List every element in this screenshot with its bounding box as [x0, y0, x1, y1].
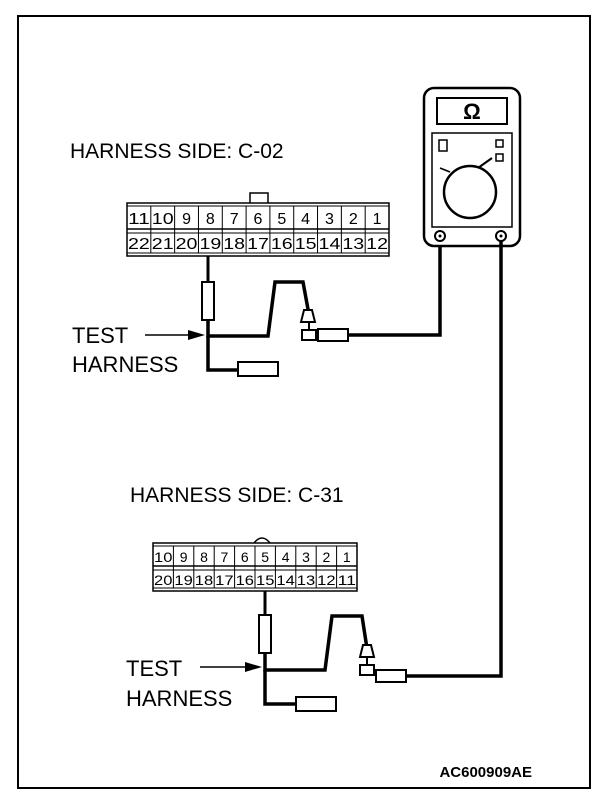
test-harness-a	[201, 237, 442, 377]
connector-b-pin-top: 1	[343, 549, 351, 565]
connector-a-pin-bottom: 21	[152, 236, 174, 253]
probe-b-female-plug	[295, 696, 337, 712]
connector-a-pin-bottom: 14	[319, 236, 341, 253]
connector-b-pin-top: 10	[154, 549, 173, 565]
probe-b-pin	[258, 614, 272, 654]
connector-a-pin-top: 11	[128, 211, 150, 228]
connector-a-pin-bottom: 16	[271, 236, 293, 253]
connector-b-pin-bottom: 12	[317, 572, 336, 588]
connector-b-pin-top: 8	[200, 549, 208, 565]
connector-b-pin-bottom: 14	[276, 572, 295, 588]
test-harness-b-label-2: HARNESS	[126, 686, 232, 711]
connector-a-pin-top: 10	[152, 211, 174, 228]
ohmmeter-display	[436, 97, 508, 125]
connector-b-pin-bottom: 17	[215, 572, 234, 588]
function-mark-right-2	[495, 153, 504, 162]
alligator-clip-b	[359, 664, 375, 676]
connector-a-pin-top: 8	[206, 211, 215, 228]
arrow-b	[200, 662, 262, 672]
connector-b-pin-bottom: 20	[154, 572, 173, 588]
connector-b-pin-bottom: 15	[256, 572, 275, 588]
selector-knob	[442, 164, 498, 220]
connector-a-pin-bottom: 20	[176, 236, 198, 253]
meter-lead-b-plug	[375, 669, 407, 683]
connector-a-pin-top: 7	[230, 211, 239, 228]
connector-a-pin-bottom: 22	[128, 236, 150, 253]
connector-b-pin-bottom: 11	[338, 572, 357, 588]
connector-a-pin-bottom: 15	[295, 236, 317, 253]
connector-a-pin-top: 1	[373, 211, 382, 228]
connector-a-pin-top: 4	[301, 211, 310, 228]
meter-lead-b-wire	[405, 241, 503, 678]
connector-b-pin-bottom: 19	[174, 572, 193, 588]
connector-a-pin-top: 9	[182, 211, 191, 228]
function-mark-right-1	[495, 139, 504, 148]
connector-b-pin-top: 4	[282, 549, 290, 565]
connector-a-pin-bottom: 18	[223, 236, 245, 253]
ohm-symbol: Ω	[463, 99, 481, 124]
connector-b-bump	[253, 537, 271, 544]
arrow-a	[145, 330, 205, 340]
connector-a-pin-bottom: 13	[342, 236, 364, 253]
meter-lead-a-plug	[317, 328, 349, 342]
ohmmeter: Ω	[422, 86, 522, 248]
connector-b-title: HARNESS SIDE: C-31	[130, 484, 344, 507]
connector-b-pin-top: 9	[180, 549, 188, 565]
connector-a-pin-top: 6	[254, 211, 263, 228]
connector-a-title: HARNESS SIDE: C-02	[70, 140, 284, 163]
probe-a-pin	[201, 281, 215, 321]
connector-b-pin-bottom: 18	[195, 572, 214, 588]
alligator-clip-a	[301, 329, 317, 341]
connector-b-pin-top: 7	[221, 549, 229, 565]
connector-a-pin-top: 2	[349, 211, 358, 228]
connector-a-pin-bottom: 12	[366, 236, 388, 253]
connector-b-pin-top: 5	[261, 549, 269, 565]
figure-code: AC600909AE	[439, 764, 532, 781]
connector-a-pin-top: 3	[325, 211, 334, 228]
test-harness-a-label-1: TEST	[72, 323, 128, 348]
connector-b-pin-top: 2	[323, 549, 331, 565]
connector-b-pin-top: 3	[302, 549, 310, 565]
test-harness-a-label-2: HARNESS	[72, 352, 178, 377]
test-harness-b-label-1: TEST	[126, 656, 182, 681]
diagram-frame	[17, 15, 591, 789]
connector-a-pin-bottom: 19	[199, 236, 221, 253]
connector-b-pin-bottom: 16	[236, 572, 255, 588]
probe-a-female-plug	[237, 361, 279, 377]
connector-a-pin-bottom: 17	[247, 236, 269, 253]
connector-b-pin-bottom: 13	[297, 572, 316, 588]
function-mark-left	[438, 139, 448, 152]
test-harness-b	[258, 591, 407, 712]
connector-a-pin-top: 5	[277, 211, 286, 228]
connector-b-pin-top: 6	[241, 549, 249, 565]
